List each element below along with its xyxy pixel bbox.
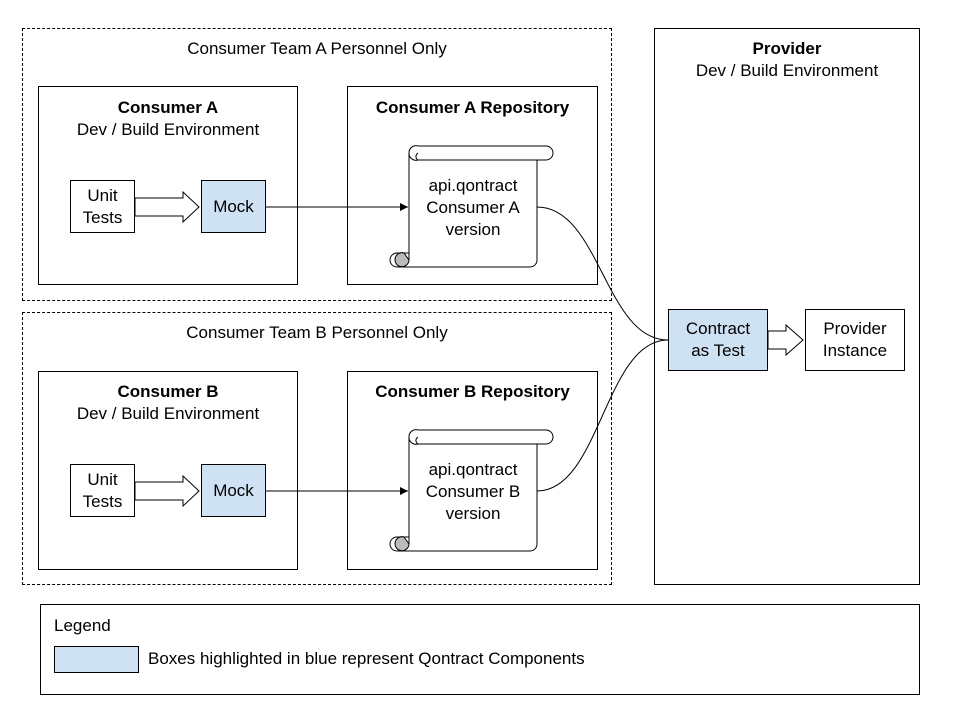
consumer-team-a-region <box>22 28 612 301</box>
unit-tests-b-line1: Unit <box>87 469 118 489</box>
consumer-b-repository-title: Consumer B Repository <box>375 382 570 401</box>
provider-instance-box: Provider Instance <box>805 309 905 371</box>
legend-box <box>40 604 920 695</box>
contract-b-to-provider-curve <box>536 339 669 492</box>
consumer-a-env-subtitle: Dev / Build Environment <box>76 120 260 139</box>
consumer-a-env-title: Consumer A <box>117 98 219 117</box>
contract-b-line2: Consumer B <box>425 482 521 501</box>
legend-description: Boxes highlighted in blue represent Qont… <box>148 649 585 668</box>
unit-tests-b-box: Unit Tests <box>70 464 135 517</box>
legend-blue-swatch <box>54 646 139 673</box>
contract-a-line3: version <box>445 220 501 239</box>
contract-scroll-a <box>389 145 554 268</box>
unit-tests-a-line2: Tests <box>82 207 123 227</box>
mock-b-label: Mock <box>213 480 254 500</box>
contract-b-line1: api.qontract <box>428 460 518 479</box>
contract-scroll-b <box>389 429 554 552</box>
mock-b-box: Mock <box>201 464 266 517</box>
contract-as-test-line1: Contract <box>685 319 751 338</box>
consumer-b-env-title: Consumer B <box>117 382 219 401</box>
unit-tests-to-mock-a-arrow <box>134 190 200 224</box>
unit-tests-b-line2: Tests <box>82 491 123 511</box>
legend-title: Legend <box>54 616 111 635</box>
consumer-b-env-subtitle: Dev / Build Environment <box>76 404 260 423</box>
mock-a-label: Mock <box>213 196 254 216</box>
contract-a-line1: api.qontract <box>428 176 518 195</box>
provider-instance-line2: Instance <box>822 341 888 360</box>
mock-a-box: Mock <box>201 180 266 233</box>
contract-b-line3: version <box>445 504 501 523</box>
contract-a-line2: Consumer A <box>426 198 520 217</box>
consumer-team-b-label: Consumer Team B Personnel Only <box>186 323 448 342</box>
consumer-team-a-label: Consumer Team A Personnel Only <box>187 39 447 58</box>
consumer-team-b-region <box>22 312 612 585</box>
contract-as-test-line2: as Test <box>691 341 745 360</box>
consumer-a-repository-title: Consumer A Repository <box>375 98 570 117</box>
contract-to-provider-instance-arrow <box>767 323 804 357</box>
provider-title: Provider <box>752 39 822 58</box>
provider-instance-line1: Provider <box>823 319 887 338</box>
contract-as-test-box: Contract as Test <box>668 309 768 371</box>
provider-env-box <box>654 28 920 585</box>
unit-tests-a-box: Unit Tests <box>70 180 135 233</box>
contract-a-to-provider-curve <box>536 206 669 341</box>
unit-tests-a-line1: Unit <box>87 185 118 205</box>
unit-tests-to-mock-b-arrow <box>134 474 200 508</box>
provider-subtitle: Dev / Build Environment <box>695 61 879 80</box>
